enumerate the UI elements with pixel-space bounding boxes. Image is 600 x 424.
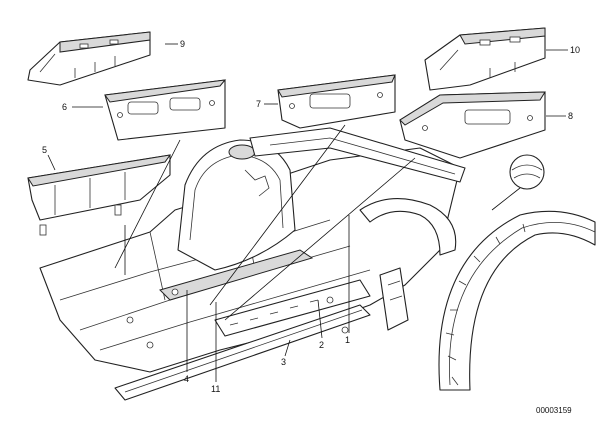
- callout-1: 1: [345, 335, 350, 345]
- callout-5: 5: [42, 145, 47, 155]
- part-8-panel: [399, 91, 546, 159]
- document-number: 00003159: [536, 406, 572, 415]
- part-10-bracket: [424, 27, 546, 91]
- outer-wheel-arch: [438, 154, 596, 391]
- part-7-panel: [277, 74, 396, 129]
- part-6-panel: [104, 79, 227, 141]
- callout-9: 9: [180, 39, 185, 49]
- callout-4: 4: [184, 374, 189, 384]
- rear-floor-assembly: [39, 127, 466, 401]
- assembly-arrows: [114, 124, 416, 321]
- callout-8: 8: [568, 111, 573, 121]
- callout-3: 3: [281, 357, 286, 367]
- callout-leaders: [47, 43, 568, 382]
- callout-6: 6: [62, 102, 67, 112]
- callout-7: 7: [256, 99, 261, 109]
- callout-2: 2: [319, 340, 324, 350]
- callout-11: 11: [211, 384, 220, 394]
- part-5-shelf: [27, 154, 172, 236]
- part-9-bracket: [27, 31, 151, 86]
- callout-10: 10: [570, 45, 580, 55]
- callout-labels: 9 6 5 7 10 8 1 2 3 4 11: [42, 39, 580, 394]
